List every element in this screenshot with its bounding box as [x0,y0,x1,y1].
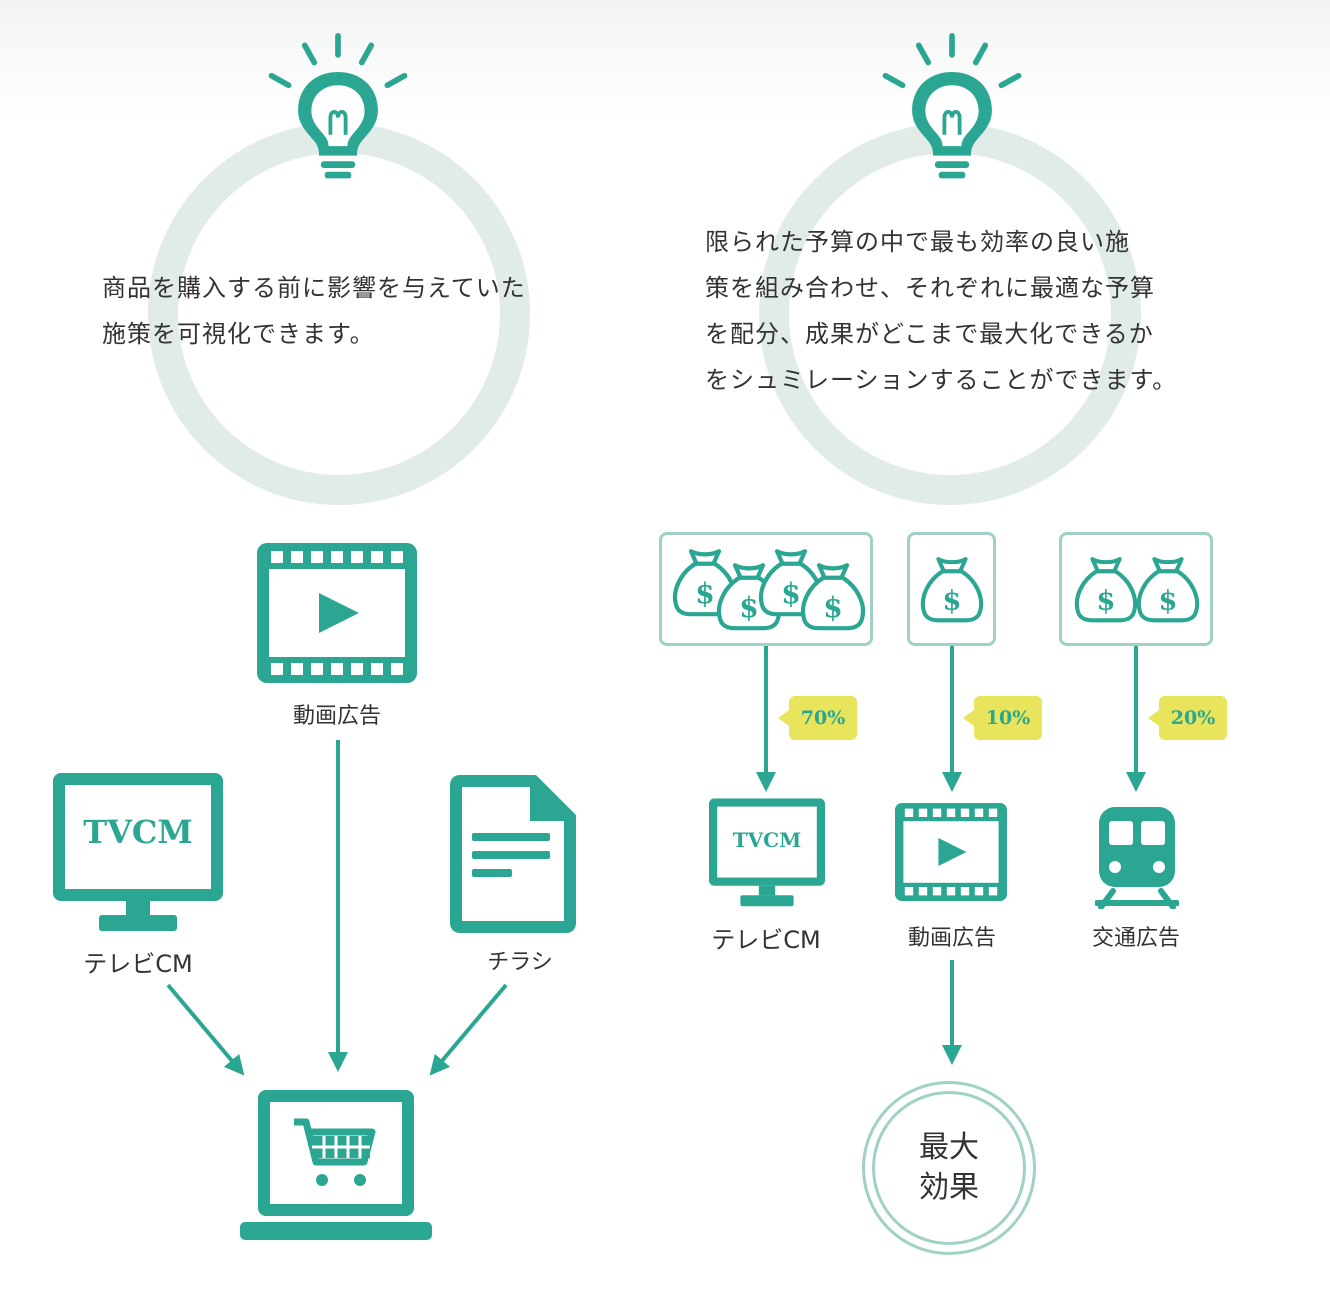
tv-cm-label: テレビCM [83,950,193,978]
tv-icon: TVCM [53,773,223,933]
left-description-line: 施策を可視化できます。 [102,320,375,348]
laptop-cart-icon [240,1090,432,1240]
tv-screen-text: TVCM [732,828,802,852]
flyer-to-cart-arrow [429,983,508,1076]
film-play-icon [895,803,1007,901]
right-description-line: 限られた予算の中で最も効率の良い施 [705,228,1130,256]
right-description-line: をシュミレーションすることができます。 [705,366,1178,394]
right-description: 限られた予算の中で最も効率の良い施 策を組み合わせ、それぞれに最適な予算 を配分… [705,219,1177,403]
max-effect-inner: 最大 効果 [872,1091,1026,1245]
max-effect-text: 最大 [919,1130,979,1165]
document-icon [450,775,576,933]
tv-percent-badge: 70% [778,696,857,740]
transit-ad-label: 交通広告 [1091,926,1180,951]
video-ad-label: 動画広告 [292,704,381,729]
flyer-label: チラシ [487,950,553,975]
video-ad-label: 動画広告 [907,926,996,951]
max-effect-text: 効果 [919,1170,979,1205]
right-description-line: 策を組み合わせ、それぞれに最適な予算 [705,274,1155,302]
tv-icon: TVCM [709,798,825,908]
max-effect-circle: 最大 効果 [862,1081,1036,1255]
tv-to-cart-arrow [166,983,245,1076]
left-description: 商品を購入する前に影響を与えていた 施策を可視化できます。 [102,265,526,357]
tv-cm-label: テレビCM [711,926,821,954]
transit-percent-badge: 20% [1148,696,1227,740]
budget-box-transit [1059,532,1213,646]
budget-box-video [907,532,996,646]
left-description-line: 商品を購入する前に影響を与えていた [102,274,526,302]
right-flow-arrows [756,646,1146,1065]
train-icon [1095,807,1179,909]
video-percent-badge: 10% [963,696,1042,740]
left-flow-arrows [166,740,508,1076]
budget-box-tv [659,532,873,646]
right-description-line: を配分、成果がどこまで最大化できるか [705,320,1154,348]
tv-screen-text: TVCM [83,813,193,851]
